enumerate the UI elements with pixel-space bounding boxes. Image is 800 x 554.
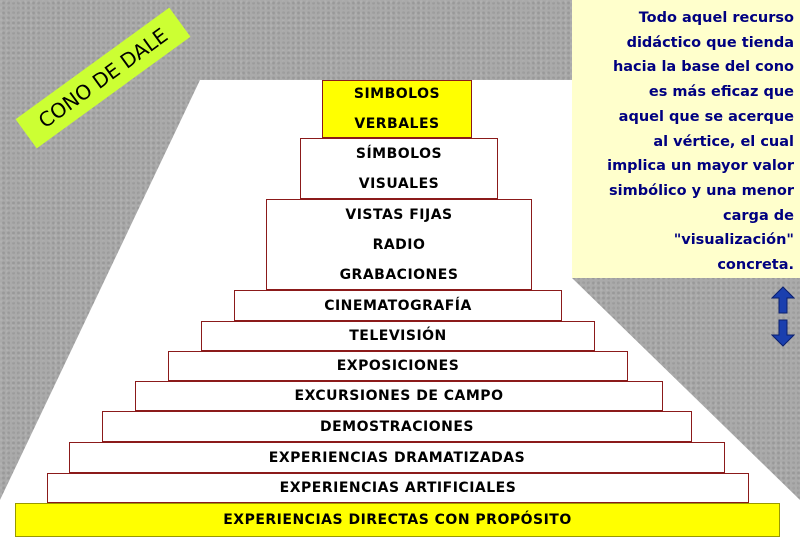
info-line: concreta. (717, 257, 794, 274)
cone-level-label: EXPERIENCIAS ARTIFICIALES (279, 480, 517, 496)
cone-level-label: EXPOSICIONES (336, 358, 460, 374)
arrow-down-icon[interactable] (771, 319, 795, 347)
cone-level: EXPERIENCIAS DIRECTAS CON PROPÓSITO (15, 503, 780, 537)
cone-level: VISTAS FIJAS RADIO GRABACIONES (266, 199, 532, 290)
cone-level-label: SIMBOLOS (353, 86, 441, 102)
info-panel: Todo aquel recurso didáctico que tienda … (572, 0, 800, 278)
cone-level-label: EXPERIENCIAS DIRECTAS CON PROPÓSITO (223, 512, 572, 528)
cone-level: TELEVISIÓN (201, 321, 595, 351)
cone-level-label: RADIO (372, 236, 426, 253)
cone-level-label: DEMOSTRACIONES (319, 418, 474, 435)
info-line: Todo aquel recurso (638, 10, 794, 26)
info-line: "visualización" (673, 232, 794, 249)
info-line: implica un mayor valor (607, 158, 794, 175)
cone-level: EXPERIENCIAS DRAMATIZADAS (69, 442, 725, 473)
cone-level: CINEMATOGRAFÍA (234, 290, 562, 321)
cone-level-label: VERBALES (354, 116, 440, 132)
cone-level: DEMOSTRACIONES (102, 411, 692, 442)
arrow-up-icon[interactable] (771, 286, 795, 314)
cone-level: SÍMBOLOS VISUALES (300, 138, 498, 199)
cone-level: EXPOSICIONES (168, 351, 628, 381)
info-line: aquel que se acerque (618, 108, 794, 125)
cone-level: SIMBOLOS VERBALES (322, 80, 472, 138)
info-line: carga de (723, 207, 794, 224)
cone-level: EXPERIENCIAS ARTIFICIALES (47, 473, 749, 503)
cone-level-label: EXPERIENCIAS DRAMATIZADAS (268, 449, 526, 466)
info-line: hacia la base del cono (612, 59, 794, 76)
cone-level-label: EXCURSIONES DE CAMPO (294, 388, 504, 404)
cone-level: EXCURSIONES DE CAMPO (135, 381, 663, 411)
info-line: didáctico que tienda (626, 34, 794, 51)
info-line: al vértice, el cual (653, 133, 794, 150)
cone-level-label: TELEVISIÓN (349, 328, 447, 344)
info-line: simbólico y una menor (609, 182, 794, 199)
cone-level-label: CINEMATOGRAFÍA (324, 297, 472, 314)
cone-level-label: VISTAS FIJAS (345, 206, 453, 223)
info-line: es más eficaz que (648, 84, 794, 101)
cone-level-label: SÍMBOLOS (355, 145, 443, 162)
cone-level-label: VISUALES (358, 175, 440, 192)
cone-level-label: GRABACIONES (339, 266, 459, 283)
